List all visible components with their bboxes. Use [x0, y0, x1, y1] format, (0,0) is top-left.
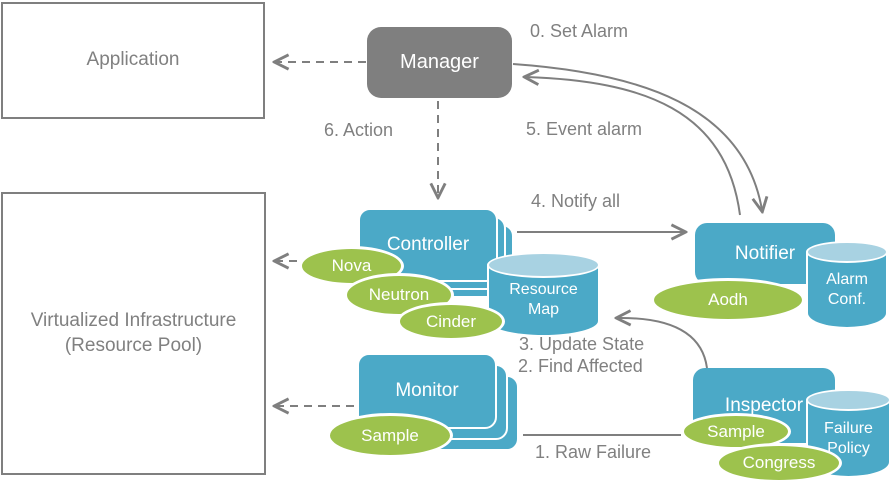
- flow-label-raw-failure: 1. Raw Failure: [535, 442, 652, 462]
- flow-label-event-alarm: 5. Event alarm: [526, 119, 643, 139]
- notifier-label: Notifier: [734, 242, 796, 264]
- manager-label: Manager: [400, 51, 479, 73]
- flow-label-find-affected: 2. Find Affected: [518, 356, 643, 376]
- controller-label: Controller: [386, 234, 470, 255]
- inspector-label: Inspector: [724, 394, 804, 416]
- aodh-plugin: Aodh: [651, 278, 805, 322]
- flow-label-update-state: 3. Update State: [519, 334, 645, 354]
- nova-plugin: Nova: [299, 246, 404, 286]
- manager-node: Manager: [367, 27, 512, 98]
- alarm-conf-label: Alarm Conf.: [826, 271, 868, 308]
- sample-monitor-plugin: Sample: [327, 413, 453, 458]
- resource-map-top: [487, 252, 600, 278]
- virtualized-infrastructure-label-line2: (Resource Pool): [64, 334, 203, 356]
- failure-policy-label: Failure Policy: [824, 419, 873, 457]
- alarm-conf-body: [806, 252, 888, 329]
- monitor-label: Monitor: [395, 380, 459, 401]
- flow-label-set-alarm: 0. Set Alarm: [530, 21, 629, 41]
- resource-map-datastore: Resource Map: [487, 252, 600, 337]
- cinder-plugin: Cinder: [397, 302, 505, 341]
- congress-plugin: Congress: [716, 443, 842, 483]
- application-box: Application: [1, 2, 265, 119]
- virtualized-infrastructure-label-line1: Virtualized Infrastructure: [30, 309, 237, 331]
- flow-label-notify-all: 4. Notify all: [531, 191, 621, 211]
- failure-policy-top: [806, 389, 891, 411]
- virtualized-infrastructure-box: Virtualized Infrastructure (Resource Poo…: [1, 192, 266, 475]
- resource-map-label: Resource Map: [509, 280, 578, 318]
- alarm-conf-top: [806, 241, 888, 263]
- alarm-conf-datastore: Alarm Conf.: [806, 241, 888, 329]
- flow-label-action: 6. Action: [324, 120, 394, 140]
- application-label: Application: [86, 49, 180, 71]
